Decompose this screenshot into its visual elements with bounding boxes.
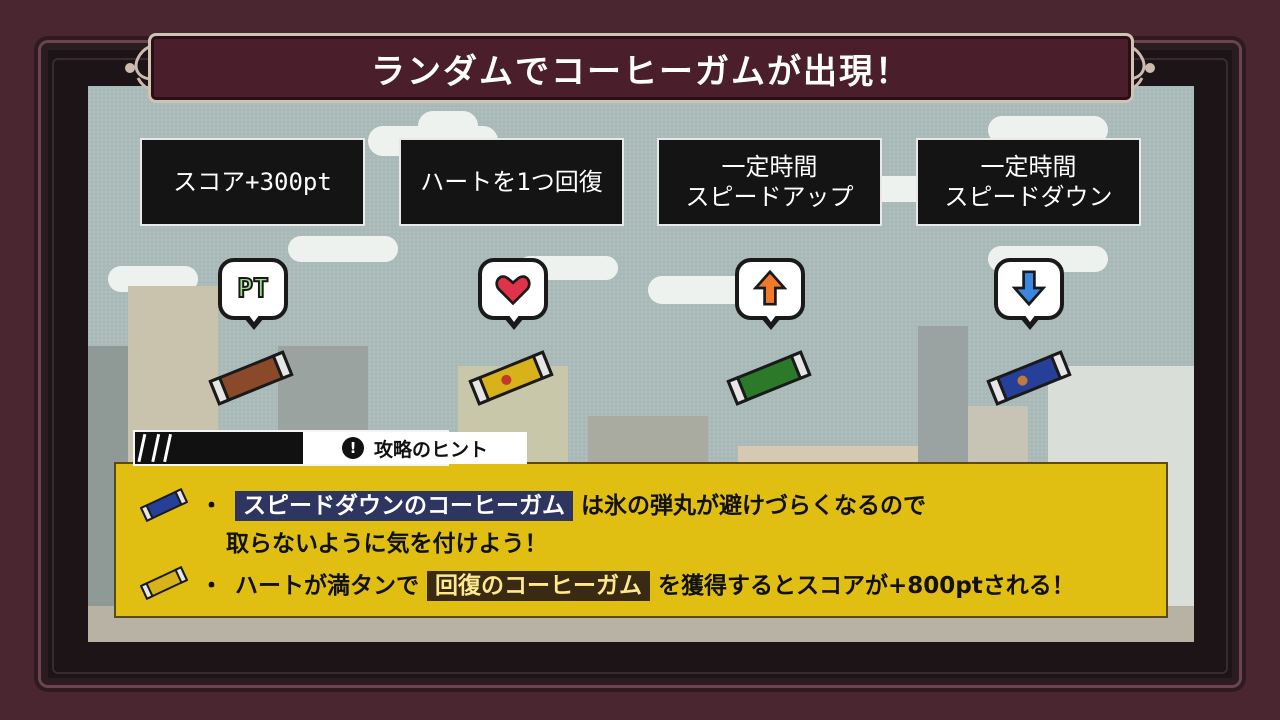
heart-bubble <box>478 258 548 330</box>
card-label: 一定時間 スピードアップ <box>685 153 854 211</box>
yellow-gum-icon <box>140 566 188 600</box>
green-gum-icon <box>726 350 812 406</box>
yellow-gum-icon <box>468 350 554 406</box>
highlight-recover-gum: 回復のコーヒーガム <box>427 571 651 601</box>
cloud <box>418 111 478 141</box>
speed-up-bubble <box>735 258 805 330</box>
cloud <box>288 236 398 262</box>
hint-tip-2: ・ハートが満タンで 回復のコーヒーガム を獲得するとスコアが+800ptされる！ <box>200 571 1075 601</box>
page-title: ランダムでコーヒーガムが出現！ <box>371 51 911 92</box>
card-label: ハートを1つ回復 <box>420 168 603 196</box>
speed-down-bubble <box>994 258 1064 330</box>
card-heart-recover: ハートを1つ回復 <box>399 138 624 226</box>
pt-bubble: PT <box>218 258 288 330</box>
hint-header: ! 攻略のヒント <box>303 432 527 464</box>
hint-header-tab: ! 攻略のヒント <box>133 430 527 466</box>
title-banner: ランダムでコーヒーガムが出現！ <box>148 33 1134 103</box>
card-speed-up: 一定時間 スピードアップ <box>657 138 882 226</box>
highlight-speed-down-gum: スピードダウンのコーヒーガム <box>235 491 573 521</box>
blue-gum-icon <box>140 488 188 522</box>
blue-gum-icon <box>986 350 1072 406</box>
brown-gum-icon <box>208 350 294 406</box>
hint-tip-1-line2: 取らないように気を付けよう！ <box>226 531 548 557</box>
card-label: スコア+300pt <box>173 168 332 196</box>
exclamation-icon: ! <box>341 437 364 459</box>
hint-tip-1: ・スピードダウンのコーヒーガム は氷の弾丸が避けづらくなるので <box>200 491 927 521</box>
arrow-up-icon <box>752 269 788 306</box>
card-label: 一定時間 スピードダウン <box>944 153 1113 211</box>
card-score-up: スコア+300pt <box>140 138 365 226</box>
card-speed-down: 一定時間 スピードダウン <box>916 138 1141 226</box>
pt-icon: PT <box>236 273 269 305</box>
heart-icon <box>495 275 531 306</box>
arrow-down-icon <box>1011 270 1047 307</box>
